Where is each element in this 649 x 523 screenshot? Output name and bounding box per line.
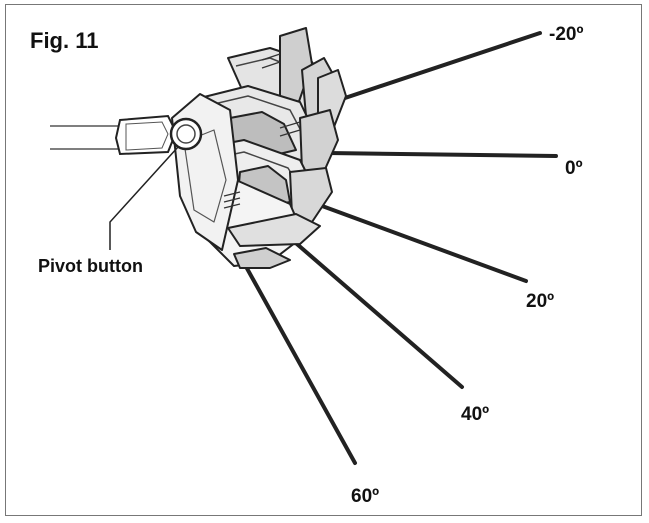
handle-shaft — [50, 125, 122, 150]
rod-40 — [288, 236, 464, 389]
pivot-leader-line — [109, 146, 179, 250]
angle-label-60: 60º — [351, 486, 380, 507]
motor-heads — [171, 27, 347, 269]
rod-0 — [326, 151, 558, 158]
pivot-button-label: Pivot button — [38, 256, 143, 276]
figure-title: Fig. 11 — [30, 28, 99, 53]
angle-label-minus20: -20º — [549, 24, 584, 45]
angle-label-0: 0º — [565, 158, 583, 179]
angle-label-40: 40º — [461, 404, 490, 425]
angle-label-20: 20º — [526, 291, 555, 312]
rod-20 — [312, 201, 528, 283]
rod-60 — [242, 261, 357, 465]
pivot-button-icon — [169, 117, 203, 151]
rod-group — [242, 31, 558, 465]
handle-bracket — [114, 114, 178, 156]
rod-minus20 — [328, 31, 542, 105]
